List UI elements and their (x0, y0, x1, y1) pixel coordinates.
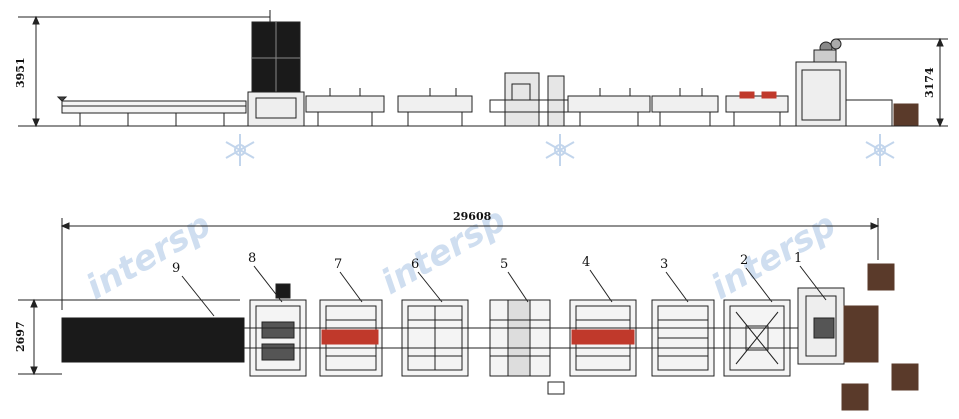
dim-right-height: 3174 (923, 67, 936, 98)
plan-view (18, 218, 919, 411)
watermark-star-icon (225, 134, 255, 166)
callout-2: 8 (248, 251, 256, 266)
callout-8: 2 (740, 253, 748, 268)
callout-3: 7 (334, 257, 342, 272)
station-side (567, 88, 651, 127)
watermark-star-icon (865, 134, 895, 166)
callout-4: 6 (411, 257, 419, 272)
watermark-text: intersp (80, 205, 218, 308)
callout-labels: 9 8 7 6 5 4 3 2 1 (172, 251, 802, 276)
callout-6: 4 (582, 255, 590, 270)
station-side (305, 88, 385, 127)
watermark-text: intersp (375, 200, 513, 303)
callout-5: 5 (500, 257, 508, 272)
dim-width: 2697 (14, 321, 27, 352)
station-side (397, 88, 473, 127)
callout-9: 1 (794, 251, 802, 266)
station-side (489, 72, 581, 127)
station-side (651, 88, 719, 127)
dim-left-height: 3951 (14, 57, 27, 88)
side-elevation-view (18, 10, 948, 128)
callout-1: 9 (172, 261, 180, 276)
watermark-star-icon (545, 134, 575, 166)
station-side (725, 91, 789, 127)
dim-total-length: 29608 (453, 210, 492, 223)
callout-7: 3 (660, 257, 668, 272)
